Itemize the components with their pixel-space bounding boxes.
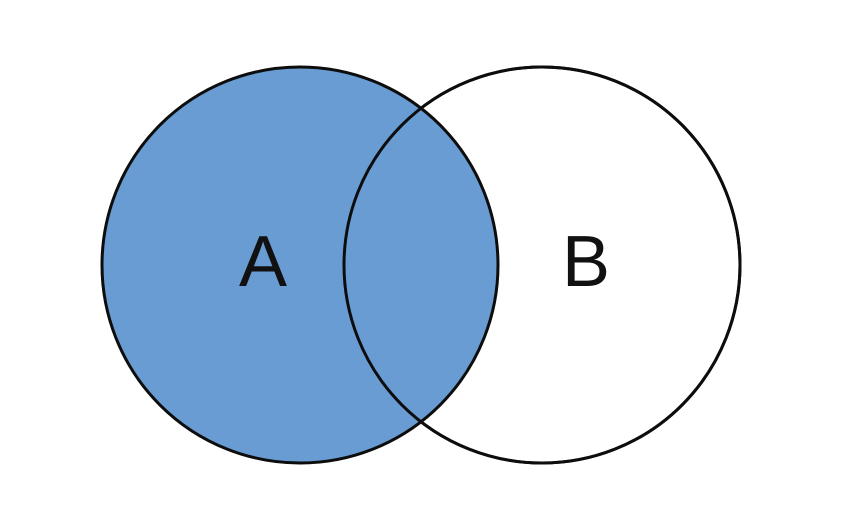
set-b-label: B [562, 222, 610, 302]
set-b-circle-outline [342, 65, 742, 465]
set-a-label: A [239, 222, 287, 302]
set-a-circle[interactable] [100, 65, 500, 465]
